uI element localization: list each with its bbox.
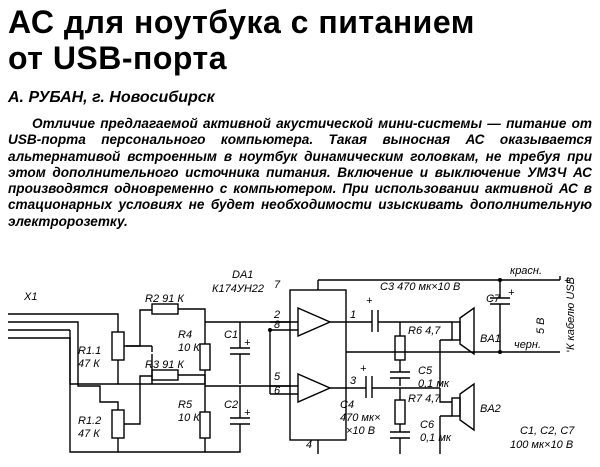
potentiometer-r1-1 — [111, 331, 125, 361]
svg-text:5 В: 5 В — [535, 317, 547, 334]
resistor-r4 — [199, 343, 211, 371]
svg-text:C7: C7 — [486, 293, 501, 305]
svg-text:7: 7 — [274, 279, 281, 291]
svg-text:черн.: черн. — [514, 339, 541, 351]
svg-text:100 мк×10 В: 100 мк×10 В — [510, 439, 573, 451]
svg-text:+: + — [366, 295, 373, 307]
svg-text:R1.1: R1.1 — [78, 345, 101, 357]
svg-text:R7 4,7: R7 4,7 — [408, 393, 441, 405]
svg-text:R5: R5 — [178, 399, 193, 411]
speaker-ba1 — [451, 321, 461, 341]
speaker-ba2 — [451, 397, 461, 417]
svg-text:R4: R4 — [178, 329, 192, 341]
svg-text:0,1 мк: 0,1 мк — [418, 378, 450, 390]
svg-text:красн.: красн. — [510, 265, 542, 277]
svg-text:5: 5 — [274, 371, 281, 383]
svg-text:К174УН22: К174УН22 — [212, 283, 264, 295]
svg-text:10 К: 10 К — [178, 412, 200, 424]
svg-text:6: 6 — [274, 385, 281, 397]
svg-text:C2: C2 — [224, 399, 238, 411]
resistor-r2 — [151, 303, 179, 315]
svg-text:C4: C4 — [340, 399, 354, 411]
svg-text:BA1: BA1 — [480, 333, 501, 345]
svg-text:R6 4,7: R6 4,7 — [408, 325, 441, 337]
svg-text:+: + — [244, 407, 251, 419]
svg-text:+: + — [360, 363, 367, 375]
article-author: А. РУБАН, г. Новосибирск — [8, 89, 215, 106]
resistor-r3 — [151, 369, 179, 381]
svg-text:C3 470 мк×10 В: C3 470 мк×10 В — [380, 281, 460, 293]
svg-text:C1: C1 — [224, 329, 238, 341]
svg-text:47 К: 47 К — [78, 428, 100, 440]
article-title: АС для ноутбука с питанием от USB-порта — [8, 4, 598, 76]
svg-text:+: + — [508, 287, 515, 299]
circuit-schematic: X1 + + C3 470 мк×10 В + + — [8, 265, 577, 454]
svg-text:BA2: BA2 — [480, 403, 501, 415]
svg-text:0,1 мк: 0,1 мк — [420, 432, 452, 444]
resistor-r5 — [199, 411, 211, 439]
svg-text:4: 4 — [306, 439, 312, 451]
svg-text:C1, C2, C7: C1, C2, C7 — [520, 425, 575, 437]
svg-text:10 К: 10 К — [178, 342, 200, 354]
svg-text:DA1: DA1 — [232, 269, 253, 281]
svg-text:-: - — [566, 345, 570, 357]
svg-text:47 К: 47 К — [78, 358, 100, 370]
svg-text:К кабелю USB: К кабелю USB — [565, 277, 577, 350]
svg-text:470 мк×: 470 мк× — [340, 412, 381, 424]
x1-label: X1 — [23, 291, 37, 303]
potentiometer-r1-2 — [111, 409, 125, 439]
resistor-r7 — [394, 399, 406, 425]
svg-text:C6: C6 — [420, 419, 435, 431]
svg-text:1: 1 — [350, 309, 356, 321]
svg-text:+: + — [564, 275, 571, 287]
svg-text:R1.2: R1.2 — [78, 415, 101, 427]
resistor-r6 — [394, 335, 406, 361]
svg-text:8: 8 — [274, 319, 281, 331]
svg-text:R3 91 К: R3 91 К — [145, 359, 184, 371]
svg-text:C5: C5 — [418, 365, 433, 377]
svg-text:+: + — [244, 337, 251, 349]
svg-text:×10 В: ×10 В — [346, 425, 375, 437]
article-title-line-2: от USB-порта — [8, 40, 227, 76]
article-title-line-1: АС для ноутбука с питанием — [8, 4, 475, 40]
svg-text:2: 2 — [273, 309, 280, 321]
article-lead-paragraph: Отличие предлагаемой активной акустическ… — [8, 116, 592, 229]
svg-text:R2 91 К: R2 91 К — [145, 293, 184, 305]
connector-x1: X1 — [8, 291, 70, 339]
svg-text:3: 3 — [350, 375, 357, 387]
